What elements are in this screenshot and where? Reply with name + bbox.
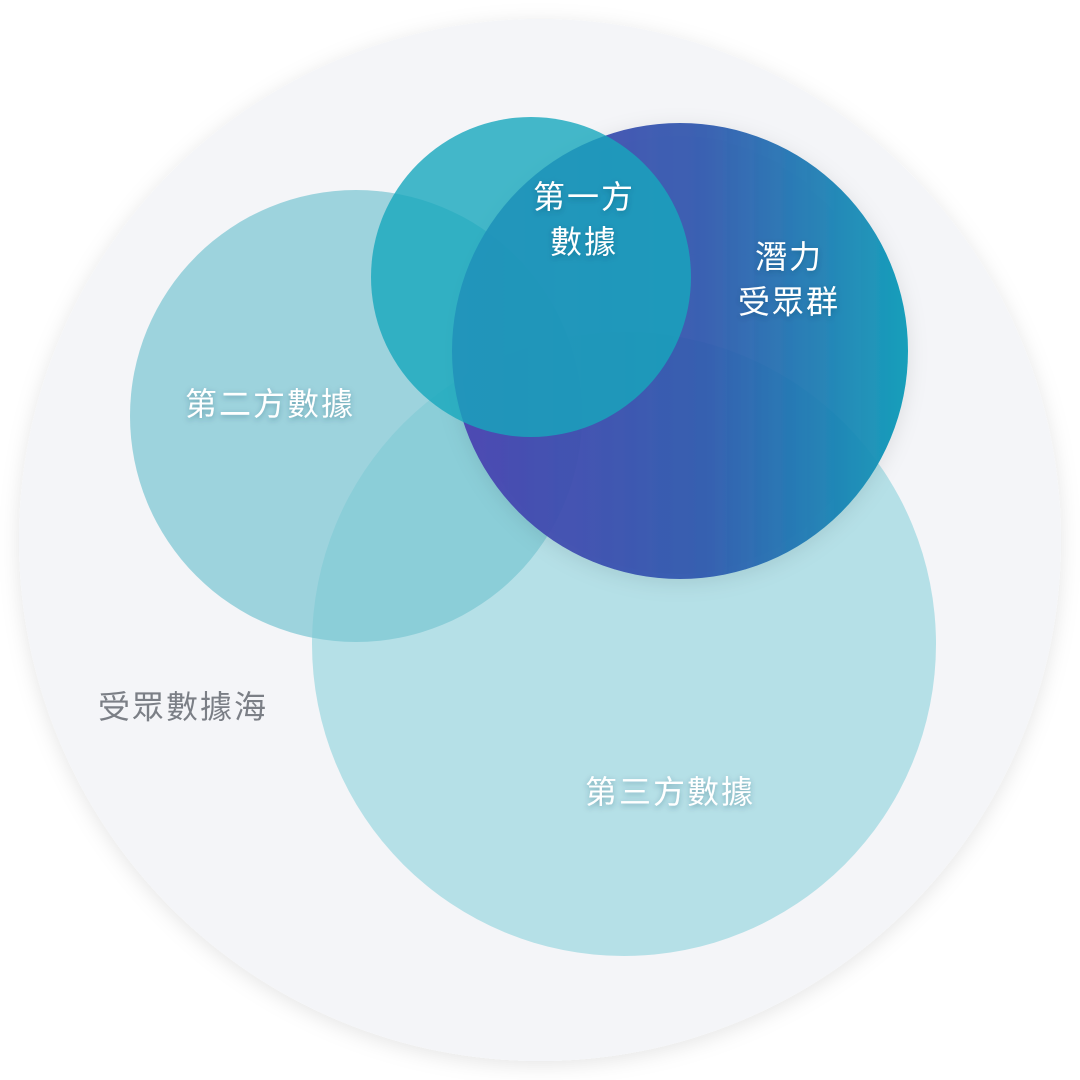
first-party-label-line2: 數據 [550, 223, 618, 261]
first-party-circle [371, 117, 691, 437]
potential-audience-label-line2: 受眾群 [738, 283, 840, 321]
first-party-label-line1: 第一方 [533, 178, 635, 216]
second-party-label: 第二方數據 [185, 385, 355, 423]
outer-sea-label: 受眾數據海 [98, 688, 268, 726]
potential-audience-label-line1: 潛力 [755, 238, 823, 276]
third-party-label: 第三方數據 [585, 773, 755, 811]
